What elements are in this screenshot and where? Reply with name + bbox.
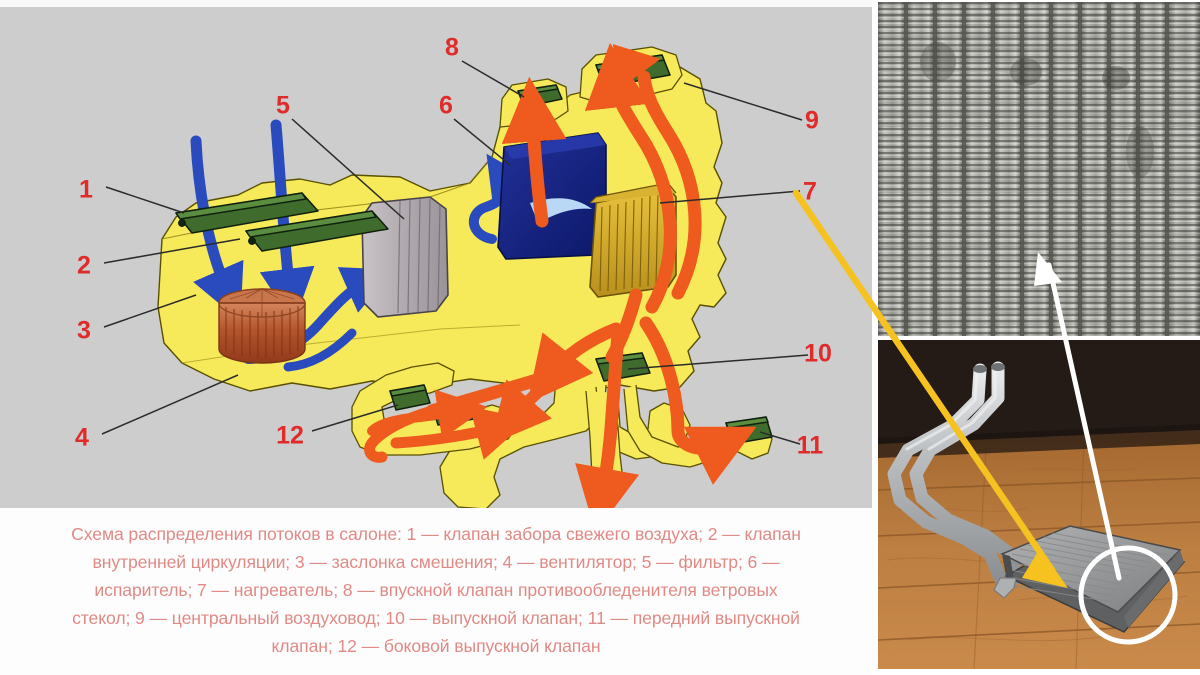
callout-leader-line-6 xyxy=(453,118,511,166)
callout-leader-line-8 xyxy=(461,60,525,98)
callout-label-8: 8 xyxy=(445,34,459,62)
central-duct-arrow xyxy=(603,44,661,90)
caption-line: клапан; 12 — боковой выпускной клапан xyxy=(271,636,601,656)
callout-leader-line-3 xyxy=(103,294,197,328)
callout-leader-line-7 xyxy=(659,190,801,204)
callout-label-1: 1 xyxy=(79,176,93,204)
callout-label-4: 4 xyxy=(75,424,89,452)
caption-line: Схема распределения потоков в салоне: 1 … xyxy=(71,524,801,544)
tube-separators xyxy=(904,2,1169,336)
caption-line: стекол; 9 — центральный воздуховод; 10 —… xyxy=(72,608,800,628)
caption-line: внутренней циркуляции; 3 — заслонка смеш… xyxy=(92,552,780,572)
callout-label-10: 10 xyxy=(804,340,832,368)
fin-closeup-svg xyxy=(878,2,1200,336)
callout-leader-line-1 xyxy=(105,186,185,214)
callout-label-11: 11 xyxy=(797,432,824,460)
heater-core-unit xyxy=(589,182,677,298)
evaporator-unit xyxy=(497,132,607,260)
callout-label-2: 2 xyxy=(77,252,91,280)
right-column xyxy=(872,0,1200,675)
heater-core-photo xyxy=(878,340,1200,669)
callout-label-12: 12 xyxy=(276,422,304,450)
callout-label-7: 7 xyxy=(803,178,817,206)
caption-line: испаритель; 7 — нагреватель; 8 — впускно… xyxy=(94,580,778,600)
heater-core-fin-closeup-photo xyxy=(878,2,1200,336)
callout-leader-line-9 xyxy=(683,82,803,121)
heater-core-photo-svg xyxy=(878,340,1200,669)
pipe-end-a xyxy=(973,365,987,373)
diagram-caption: Схема распределения потоков в салоне: 1 … xyxy=(8,520,864,660)
callout-label-3: 3 xyxy=(77,317,91,345)
callout-leader-line-10 xyxy=(627,354,809,370)
callout-leader-line-2 xyxy=(103,238,241,264)
callout-label-9: 9 xyxy=(805,107,819,135)
callout-label-5: 5 xyxy=(276,92,290,120)
core-inlet-stub xyxy=(993,577,1017,599)
caption-panel: Схема распределения потоков в салоне: 1 … xyxy=(0,508,872,675)
hot-air-flow-arrows xyxy=(364,42,757,515)
callout-leader-line-12 xyxy=(311,404,399,432)
pipe-end-b xyxy=(991,363,1005,371)
callout-label-6: 6 xyxy=(439,92,453,120)
blower-fan xyxy=(218,288,306,364)
callout-leader-line-4 xyxy=(101,374,239,435)
callout-leader-line-5 xyxy=(291,118,405,220)
fin-stains xyxy=(920,42,1154,178)
